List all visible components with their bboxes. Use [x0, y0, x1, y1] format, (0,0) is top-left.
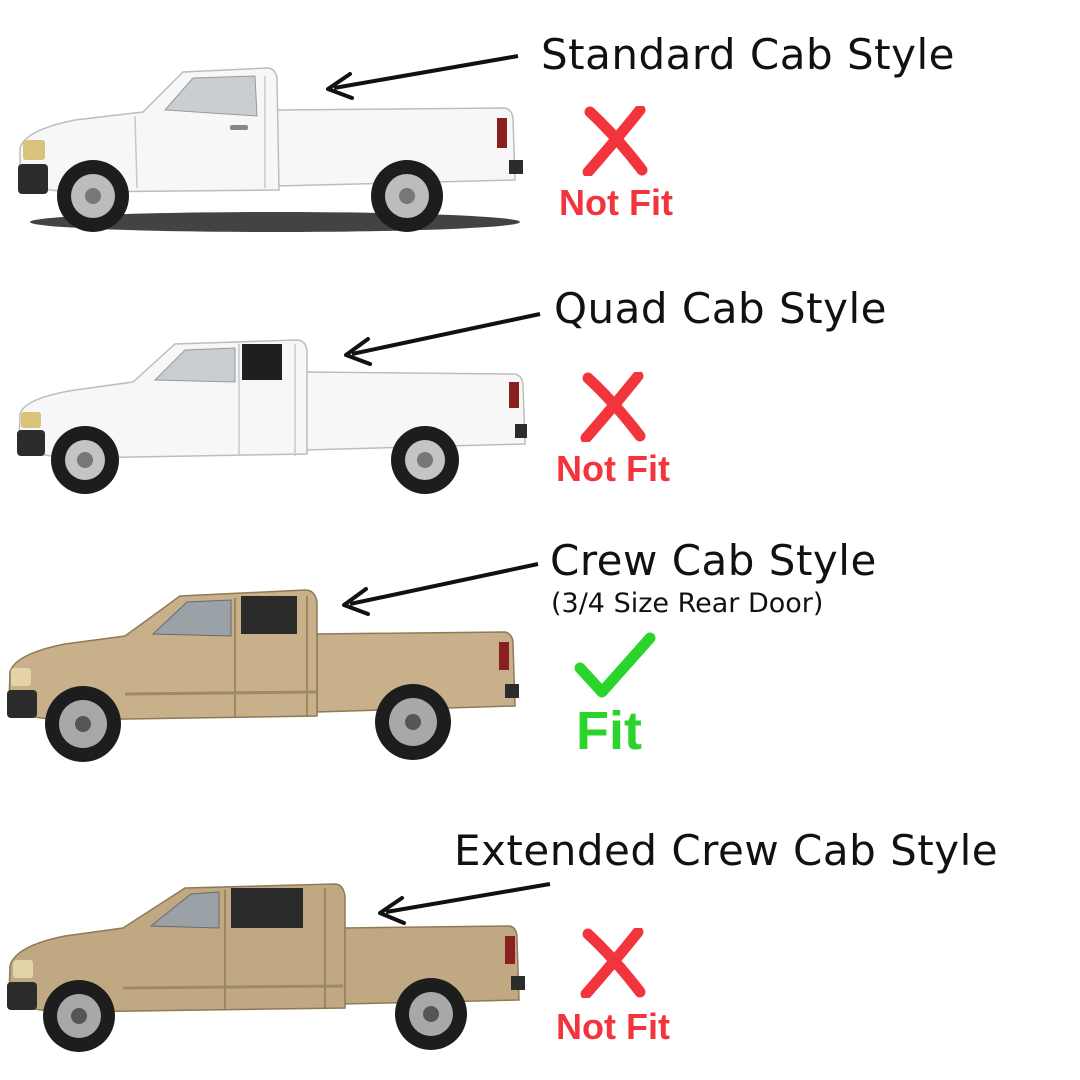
green-check-icon: [574, 632, 656, 698]
pointer-arrow-icon: [342, 562, 539, 616]
cab-style-label: Extended Crew Cab Style: [454, 826, 999, 875]
row-crew-cab: Crew Cab Style (3/4 Size Rear Door) Fit: [0, 536, 1080, 810]
red-x-icon: [580, 372, 646, 442]
quad-cab-truck-image: [17, 339, 527, 494]
fit-status-label: Not Fit: [559, 182, 673, 223]
row-standard-cab: Standard Cab Style Not Fit: [0, 0, 1080, 270]
cab-style-label: Standard Cab Style: [541, 30, 955, 79]
row-quad-cab: Quad Cab Style Not Fit: [0, 270, 1080, 540]
fit-status-label: Not Fit: [556, 448, 670, 489]
standard-cab-truck-image: [18, 67, 523, 232]
red-x-icon: [582, 106, 648, 176]
extended-crew-cab-truck-image: [7, 883, 525, 1052]
pointer-arrow-icon: [326, 54, 519, 100]
fit-status-label: Fit: [576, 701, 642, 761]
red-x-icon: [580, 928, 646, 998]
fit-status-label: Not Fit: [556, 1006, 670, 1047]
cab-style-label: Crew Cab Style: [550, 536, 877, 585]
cab-style-sublabel: (3/4 Size Rear Door): [551, 588, 824, 619]
pointer-arrow-icon: [344, 312, 541, 366]
row-extended-crew-cab: Extended Crew Cab Style Not Fit: [0, 810, 1080, 1080]
pointer-arrow-icon: [378, 882, 551, 925]
crew-cab-truck-image: [7, 589, 519, 762]
cab-style-label: Quad Cab Style: [554, 284, 887, 333]
